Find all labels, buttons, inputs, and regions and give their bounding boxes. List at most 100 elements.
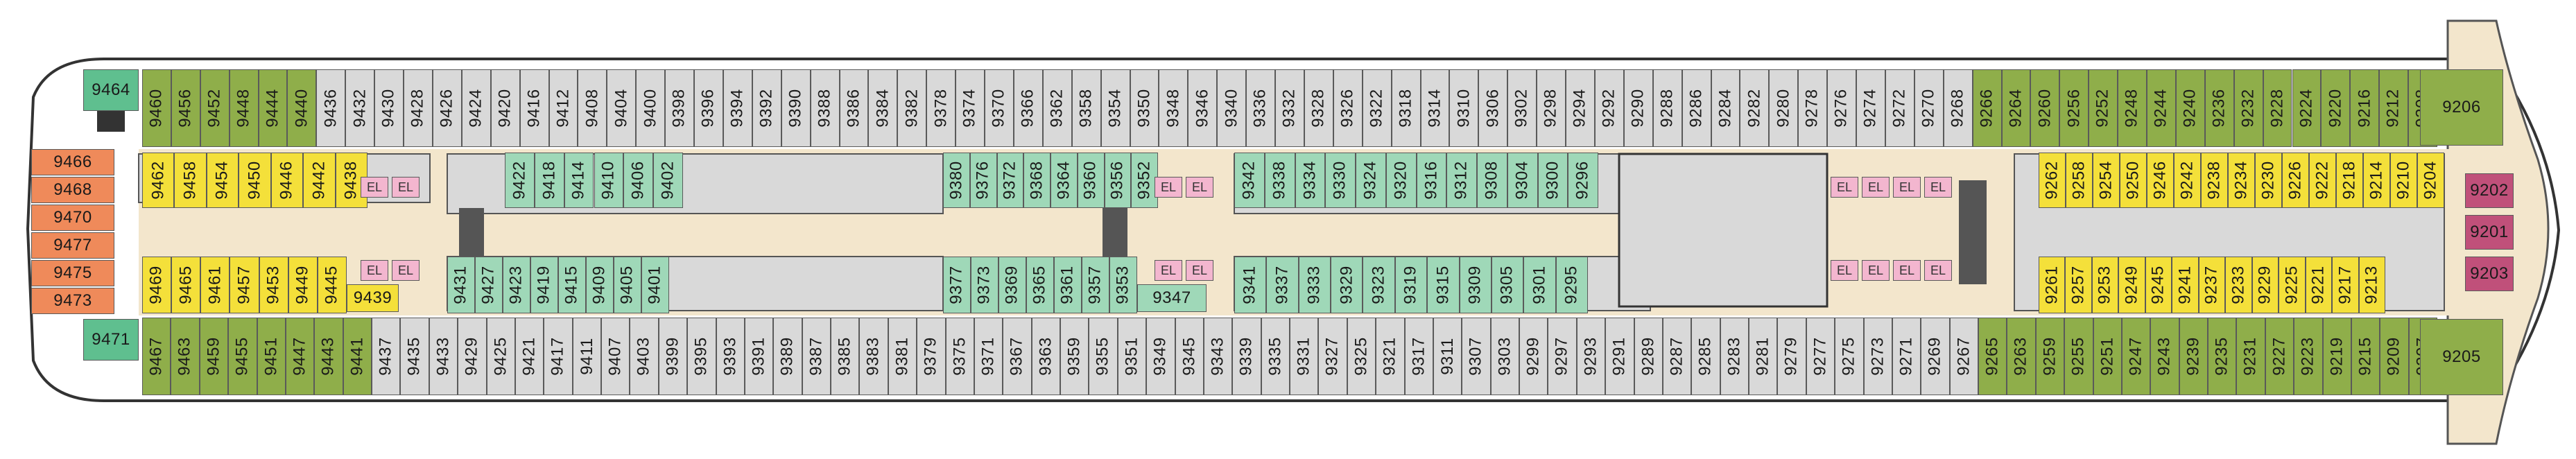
- cabin-9306[interactable]: 9306: [1478, 69, 1508, 147]
- cabin-9414[interactable]: 9414: [564, 153, 594, 208]
- cabin-9386[interactable]: 9386: [839, 69, 869, 147]
- cabin-9309[interactable]: 9309: [1459, 257, 1492, 313]
- cabin-9234[interactable]: 9234: [2228, 153, 2255, 208]
- cabin-9373[interactable]: 9373: [971, 257, 999, 313]
- cabin-9331[interactable]: 9331: [1290, 318, 1319, 395]
- cabin-9339[interactable]: 9339: [1232, 318, 1261, 395]
- cabin-9387[interactable]: 9387: [802, 318, 831, 395]
- cabin-9239[interactable]: 9239: [2179, 318, 2208, 395]
- cabin-9320[interactable]: 9320: [1385, 153, 1417, 208]
- cabin-9439[interactable]: 9439: [347, 284, 399, 312]
- cabin-9220[interactable]: 9220: [2321, 69, 2351, 147]
- cabin-9326[interactable]: 9326: [1333, 69, 1363, 147]
- cabin-9325[interactable]: 9325: [1347, 318, 1376, 395]
- cabin-9449[interactable]: 9449: [288, 257, 318, 313]
- cabin-9425[interactable]: 9425: [486, 318, 515, 395]
- cabin-9371[interactable]: 9371: [974, 318, 1003, 395]
- cabin-9285[interactable]: 9285: [1691, 318, 1720, 395]
- cabin-9445[interactable]: 9445: [317, 257, 347, 313]
- cabin-9401[interactable]: 9401: [641, 257, 669, 313]
- cabin-9349[interactable]: 9349: [1146, 318, 1175, 395]
- cabin-9346[interactable]: 9346: [1188, 69, 1218, 147]
- cabin-9206[interactable]: 9206: [2420, 69, 2503, 146]
- cabin-9354[interactable]: 9354: [1100, 69, 1130, 147]
- cabin-9279[interactable]: 9279: [1777, 318, 1806, 395]
- cabin-9214[interactable]: 9214: [2363, 153, 2390, 208]
- cabin-9405[interactable]: 9405: [614, 257, 641, 313]
- cabin-9433[interactable]: 9433: [429, 318, 458, 395]
- cabin-9210[interactable]: 9210: [2390, 153, 2417, 208]
- cabin-9226[interactable]: 9226: [2282, 153, 2309, 208]
- cabin-9302[interactable]: 9302: [1507, 69, 1537, 147]
- cabin-9280[interactable]: 9280: [1769, 69, 1799, 147]
- cabin-9231[interactable]: 9231: [2236, 318, 2265, 395]
- cabin-9380[interactable]: 9380: [943, 153, 970, 208]
- cabin-9415[interactable]: 9415: [558, 257, 586, 313]
- cabin-9291[interactable]: 9291: [1605, 318, 1634, 395]
- cabin-9237[interactable]: 9237: [2198, 257, 2226, 313]
- cabin-9409[interactable]: 9409: [586, 257, 614, 313]
- cabin-9209[interactable]: 9209: [2380, 318, 2409, 395]
- cabin-9310[interactable]: 9310: [1449, 69, 1479, 147]
- cabin-9399[interactable]: 9399: [658, 318, 688, 395]
- cabin-9253[interactable]: 9253: [2091, 257, 2119, 313]
- cabin-9389[interactable]: 9389: [773, 318, 802, 395]
- cabin-9224[interactable]: 9224: [2292, 69, 2322, 147]
- cabin-9282[interactable]: 9282: [1740, 69, 1770, 147]
- cabin-9244[interactable]: 9244: [2147, 69, 2176, 147]
- cabin-9303[interactable]: 9303: [1490, 318, 1519, 395]
- cabin-9417[interactable]: 9417: [544, 318, 573, 395]
- cabin-9270[interactable]: 9270: [1914, 69, 1944, 147]
- cabin-9468[interactable]: 9468: [31, 177, 114, 203]
- cabin-9406[interactable]: 9406: [623, 153, 654, 208]
- cabin-9338[interactable]: 9338: [1264, 153, 1295, 208]
- cabin-9368[interactable]: 9368: [1023, 153, 1051, 208]
- cabin-9412[interactable]: 9412: [548, 69, 578, 147]
- cabin-9378[interactable]: 9378: [926, 69, 956, 147]
- cabin-9453[interactable]: 9453: [259, 257, 288, 313]
- cabin-9464[interactable]: 9464: [83, 69, 139, 111]
- cabin-9461[interactable]: 9461: [200, 257, 230, 313]
- cabin-9319[interactable]: 9319: [1394, 257, 1428, 313]
- cabin-9471[interactable]: 9471: [83, 319, 139, 361]
- cabin-9312[interactable]: 9312: [1446, 153, 1477, 208]
- cabin-9283[interactable]: 9283: [1720, 318, 1749, 395]
- cabin-9341[interactable]: 9341: [1234, 257, 1267, 313]
- cabin-9420[interactable]: 9420: [490, 69, 520, 147]
- cabin-9423[interactable]: 9423: [503, 257, 530, 313]
- cabin-9416[interactable]: 9416: [519, 69, 549, 147]
- cabin-9361[interactable]: 9361: [1054, 257, 1082, 313]
- cabin-9411[interactable]: 9411: [572, 318, 601, 395]
- cabin-9450[interactable]: 9450: [239, 153, 271, 208]
- cabin-9359[interactable]: 9359: [1060, 318, 1089, 395]
- cabin-9256[interactable]: 9256: [2059, 69, 2089, 147]
- cabin-9369[interactable]: 9369: [999, 257, 1026, 313]
- cabin-9217[interactable]: 9217: [2332, 257, 2359, 313]
- cabin-9225[interactable]: 9225: [2279, 257, 2306, 313]
- cabin-9275[interactable]: 9275: [1835, 318, 1864, 395]
- cabin-9362[interactable]: 9362: [1042, 69, 1072, 147]
- cabin-9454[interactable]: 9454: [206, 153, 239, 208]
- cabin-9429[interactable]: 9429: [458, 318, 487, 395]
- cabin-9452[interactable]: 9452: [200, 69, 230, 147]
- cabin-9240[interactable]: 9240: [2175, 69, 2205, 147]
- cabin-9269[interactable]: 9269: [1921, 318, 1950, 395]
- cabin-9228[interactable]: 9228: [2263, 69, 2292, 147]
- cabin-9290[interactable]: 9290: [1623, 69, 1653, 147]
- cabin-9392[interactable]: 9392: [752, 69, 781, 147]
- cabin-9296[interactable]: 9296: [1568, 153, 1598, 208]
- cabin-9358[interactable]: 9358: [1071, 69, 1101, 147]
- cabin-9260[interactable]: 9260: [2030, 69, 2060, 147]
- cabin-9252[interactable]: 9252: [2089, 69, 2118, 147]
- cabin-9408[interactable]: 9408: [578, 69, 607, 147]
- cabin-9250[interactable]: 9250: [2120, 153, 2147, 208]
- cabin-9459[interactable]: 9459: [199, 318, 229, 395]
- cabin-9456[interactable]: 9456: [171, 69, 200, 147]
- cabin-9202[interactable]: 9202: [2465, 173, 2514, 208]
- cabin-9343[interactable]: 9343: [1203, 318, 1233, 395]
- cabin-9278[interactable]: 9278: [1798, 69, 1828, 147]
- cabin-9460[interactable]: 9460: [142, 69, 171, 147]
- cabin-9396[interactable]: 9396: [694, 69, 723, 147]
- cabin-9201[interactable]: 9201: [2465, 215, 2514, 250]
- cabin-9395[interactable]: 9395: [687, 318, 716, 395]
